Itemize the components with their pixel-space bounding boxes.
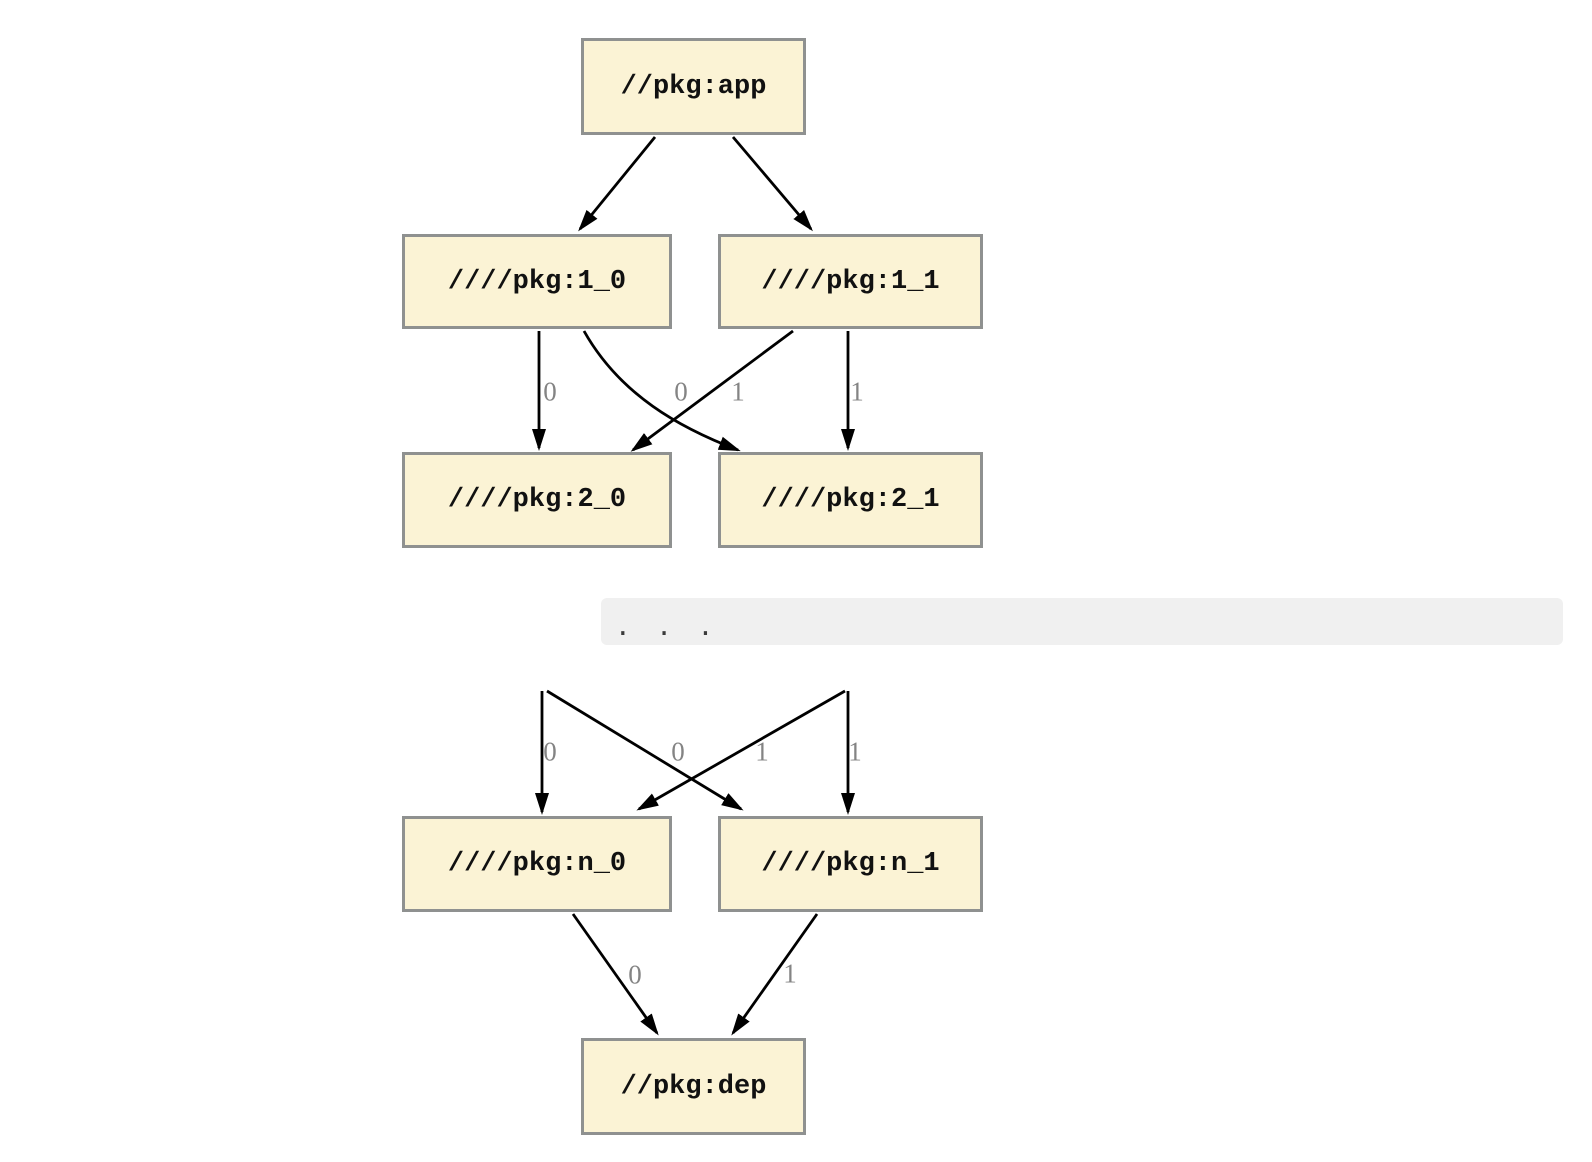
node-pkg-1_0: ////pkg:1_0 [402, 234, 672, 329]
edge-label: 0 [628, 959, 642, 990]
edge-label: 1 [850, 376, 864, 407]
edge-app-to-1_1 [731, 136, 813, 232]
edge-1_0-to-2_1 [582, 330, 741, 452]
edge-label: 1 [755, 736, 769, 767]
edge-label: 0 [671, 736, 685, 767]
edge-ellipsis-to-n_1-cross [546, 689, 744, 811]
node-pkg-app: //pkg:app [581, 38, 806, 135]
node-pkg-n_1: ////pkg:n_1 [718, 816, 983, 912]
edge-label: 0 [543, 736, 557, 767]
edge-1_1-to-2_0 [630, 329, 794, 452]
ellipsis-dots: . . . [615, 611, 719, 642]
edge-label: 0 [674, 376, 688, 407]
continuation-band: . . . [601, 598, 1563, 645]
node-pkg-n_0: ////pkg:n_0 [402, 816, 672, 912]
edge-n_1-to-dep [731, 913, 819, 1036]
node-pkg-dep: //pkg:dep [581, 1038, 806, 1135]
edge-app-to-1_0 [578, 136, 657, 232]
edge-n_0-to-dep [571, 913, 659, 1036]
node-pkg-2_0: ////pkg:2_0 [402, 452, 672, 548]
node-pkg-1_1: ////pkg:1_1 [718, 234, 983, 329]
edge-ellipsis-to-n_0-cross [636, 689, 846, 811]
node-pkg-2_1: ////pkg:2_1 [718, 452, 983, 548]
edge-label: 1 [731, 376, 745, 407]
edge-label: 0 [543, 376, 557, 407]
edge-label: 1 [783, 958, 797, 989]
edge-label: 1 [848, 736, 862, 767]
